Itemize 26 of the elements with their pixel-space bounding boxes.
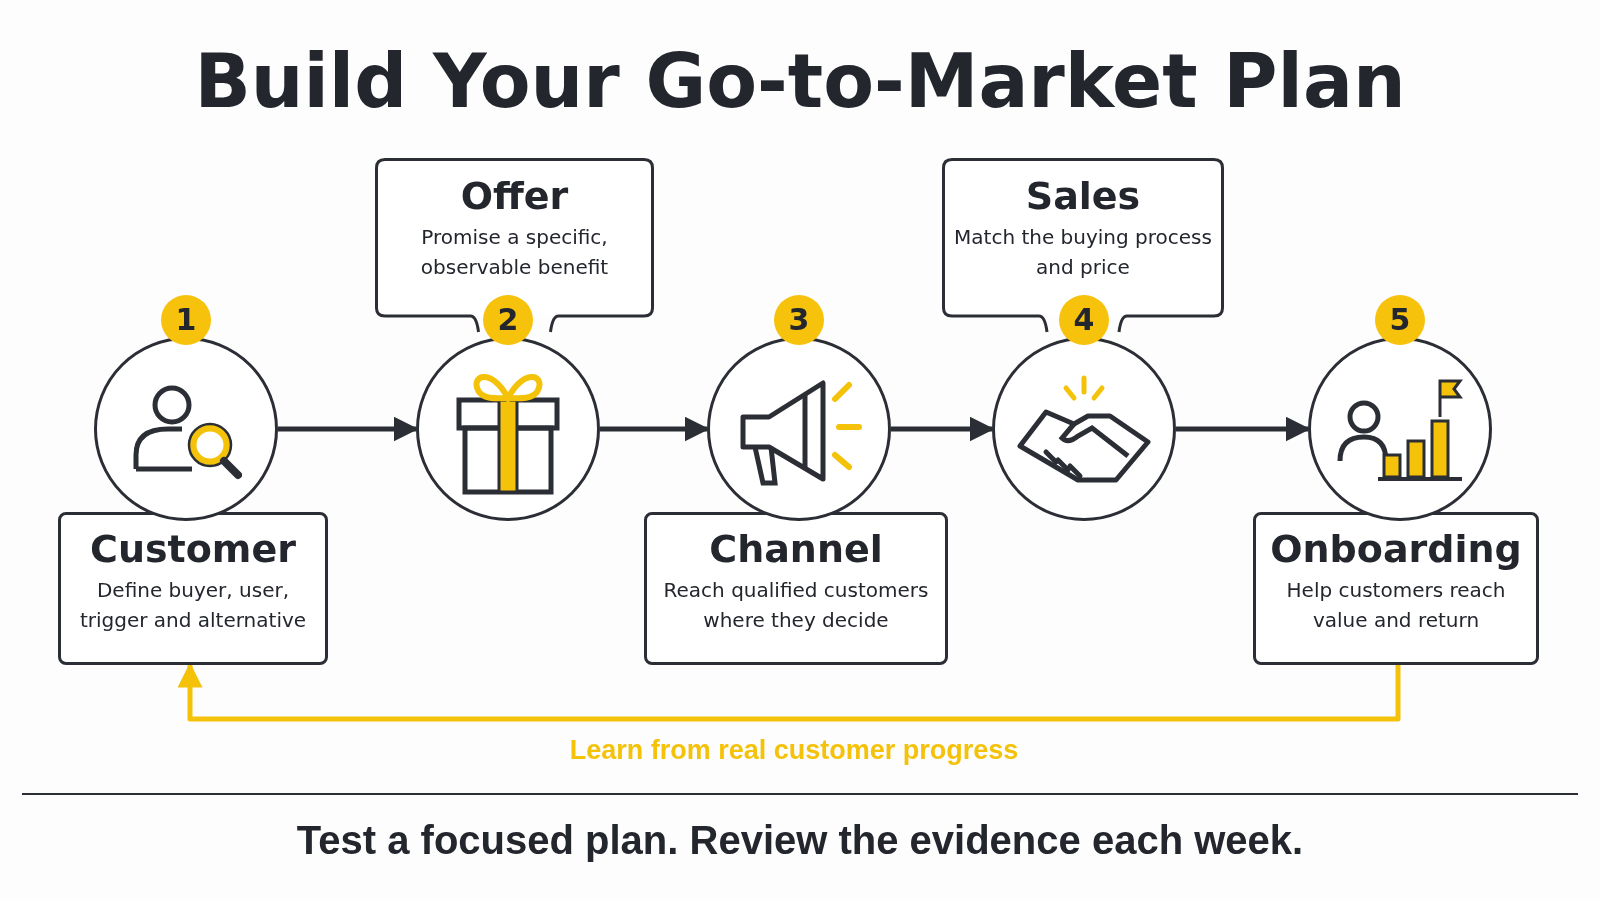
step-card [1253, 512, 1539, 665]
arrow [891, 416, 995, 442]
arrow [600, 416, 710, 442]
arrow [278, 416, 419, 442]
step-heading: Channel [709, 527, 883, 571]
number-badge: 3 [774, 295, 824, 345]
step-heading: Offer [460, 174, 569, 218]
number-badge: 1 [161, 295, 211, 345]
title: Build Your Go-to-Market Plan [194, 38, 1406, 124]
arrow [177, 662, 1401, 722]
step-heading: Customer [90, 527, 296, 571]
step-description: Help customers reach value and return [1285, 577, 1507, 634]
step-description: Reach qualified customers where they decide [662, 577, 930, 634]
step-heading: Sales [1025, 174, 1141, 218]
footer-note: Test a focused plan. Review the evidence each week. [296, 818, 1304, 863]
step-heading: Onboarding [1270, 527, 1522, 571]
speech-bubble [375, 158, 654, 334]
step-description: Define buyer, user, trigger and alternative [78, 577, 308, 634]
number-badge: 5 [1375, 295, 1425, 345]
edge-label: Learn from real customer progress [568, 735, 1020, 766]
step-description: Promise a specific, observable benefit [419, 224, 610, 281]
step-card [644, 512, 948, 665]
arrow [1176, 416, 1311, 442]
step-card [58, 512, 328, 665]
step-description: Match the buying process and price [953, 224, 1213, 281]
speech-bubble [942, 158, 1224, 334]
